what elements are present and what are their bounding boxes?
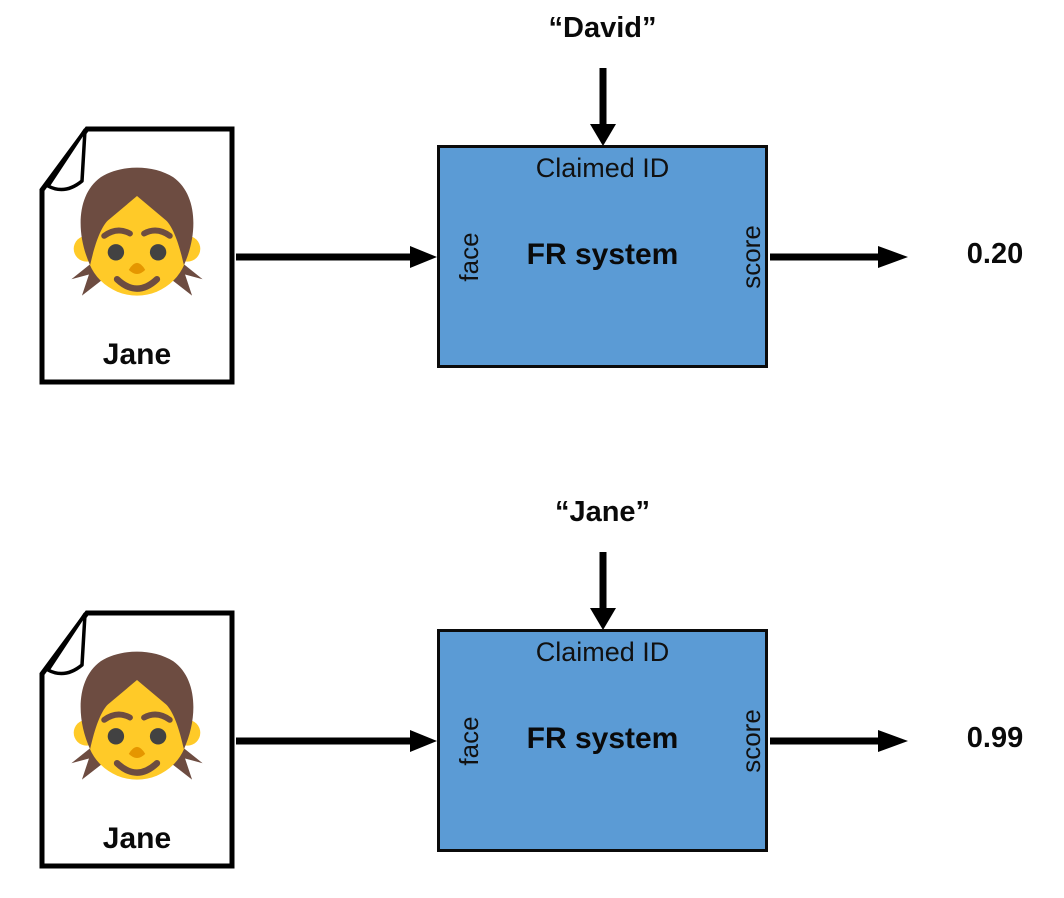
score-port-label: score <box>736 709 766 773</box>
fr-system-title: FR system <box>526 238 679 271</box>
down-arrow-icon <box>590 68 616 146</box>
score-value: 0.20 <box>966 238 1024 270</box>
score-output-arrow-icon <box>770 246 908 268</box>
fr-box-top-label: Claimed ID <box>535 153 670 183</box>
face-port-label: face <box>454 232 484 282</box>
fr-system-box: Claimed ID FR system face score <box>437 629 768 852</box>
fr-box-top-label: Claimed ID <box>535 637 670 667</box>
score-value: 0.99 <box>966 722 1024 754</box>
face-input-arrow-icon <box>236 246 437 268</box>
fr-system-title: FR system <box>526 722 679 755</box>
girl-face-emoji <box>71 167 203 296</box>
verification-example-impostor: “David” Jane <box>0 0 1064 414</box>
score-port-label: score <box>736 225 766 289</box>
down-arrow-icon <box>590 552 616 630</box>
fr-system-box: Claimed ID FR system face score <box>437 145 768 368</box>
claimed-id-text: “David” <box>548 12 657 44</box>
photo-name-label: Jane <box>102 822 172 855</box>
score-output-arrow-icon <box>770 730 908 752</box>
photo-name-label: Jane <box>102 338 172 371</box>
girl-face-emoji <box>71 651 203 780</box>
face-port-label: face <box>454 716 484 766</box>
claimed-id-text: “Jane” <box>554 496 651 528</box>
verification-example-genuine: “Jane” Jane Cla <box>0 484 1064 898</box>
face-input-arrow-icon <box>236 730 437 752</box>
